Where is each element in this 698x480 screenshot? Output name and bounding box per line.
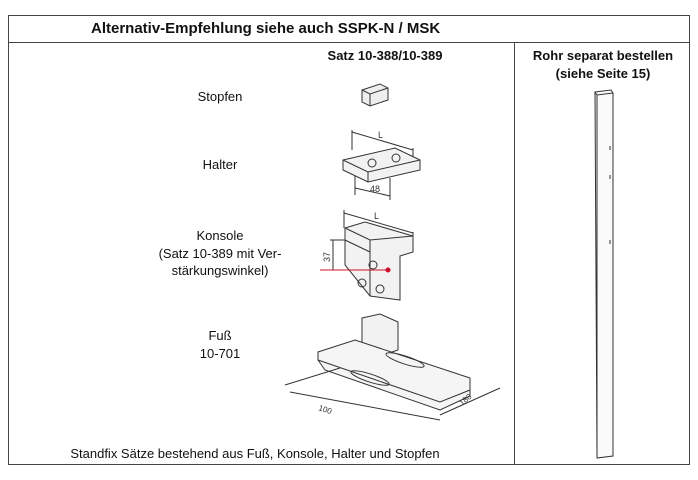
table-frame <box>8 15 690 465</box>
label-halter: Halter <box>202 157 238 172</box>
rohr-drawing <box>594 89 614 459</box>
label-fuss-number: 10-701 <box>199 346 241 361</box>
pipe-note-line1: Rohr separat bestellen <box>532 48 674 63</box>
marker-dot <box>385 267 391 273</box>
label-fuss: Fuß <box>208 328 232 343</box>
label-konsole: Konsole <box>196 228 244 243</box>
label-konsole-sub1: (Satz 10-389 mit Ver- <box>158 246 282 261</box>
footer-note: Standfix Sätze bestehend aus Fuß, Konsol… <box>70 446 440 461</box>
dim-konsole-height: 37 <box>322 252 332 262</box>
stopfen-drawing <box>361 83 389 107</box>
header-title: Alternativ-Empfehlung siehe auch SSPK-N … <box>8 15 690 43</box>
pipe-note-line2: (siehe Seite 15) <box>555 66 651 81</box>
dim-halter-length: L <box>378 130 383 140</box>
column-divider <box>514 43 515 465</box>
fuss-drawing: 100 180 <box>284 313 501 421</box>
label-konsole-sub2: stärkungswinkel) <box>171 263 269 278</box>
label-stopfen: Stopfen <box>197 89 243 104</box>
dim-foot-length: 100 <box>317 403 333 416</box>
konsole-drawing: 37 L <box>320 210 414 301</box>
set-title: Satz 10-388/10-389 <box>327 48 443 63</box>
dim-halter-width: 48 <box>370 184 380 194</box>
halter-drawing: 48 L <box>342 130 421 200</box>
dim-konsole-length: L <box>374 211 379 221</box>
